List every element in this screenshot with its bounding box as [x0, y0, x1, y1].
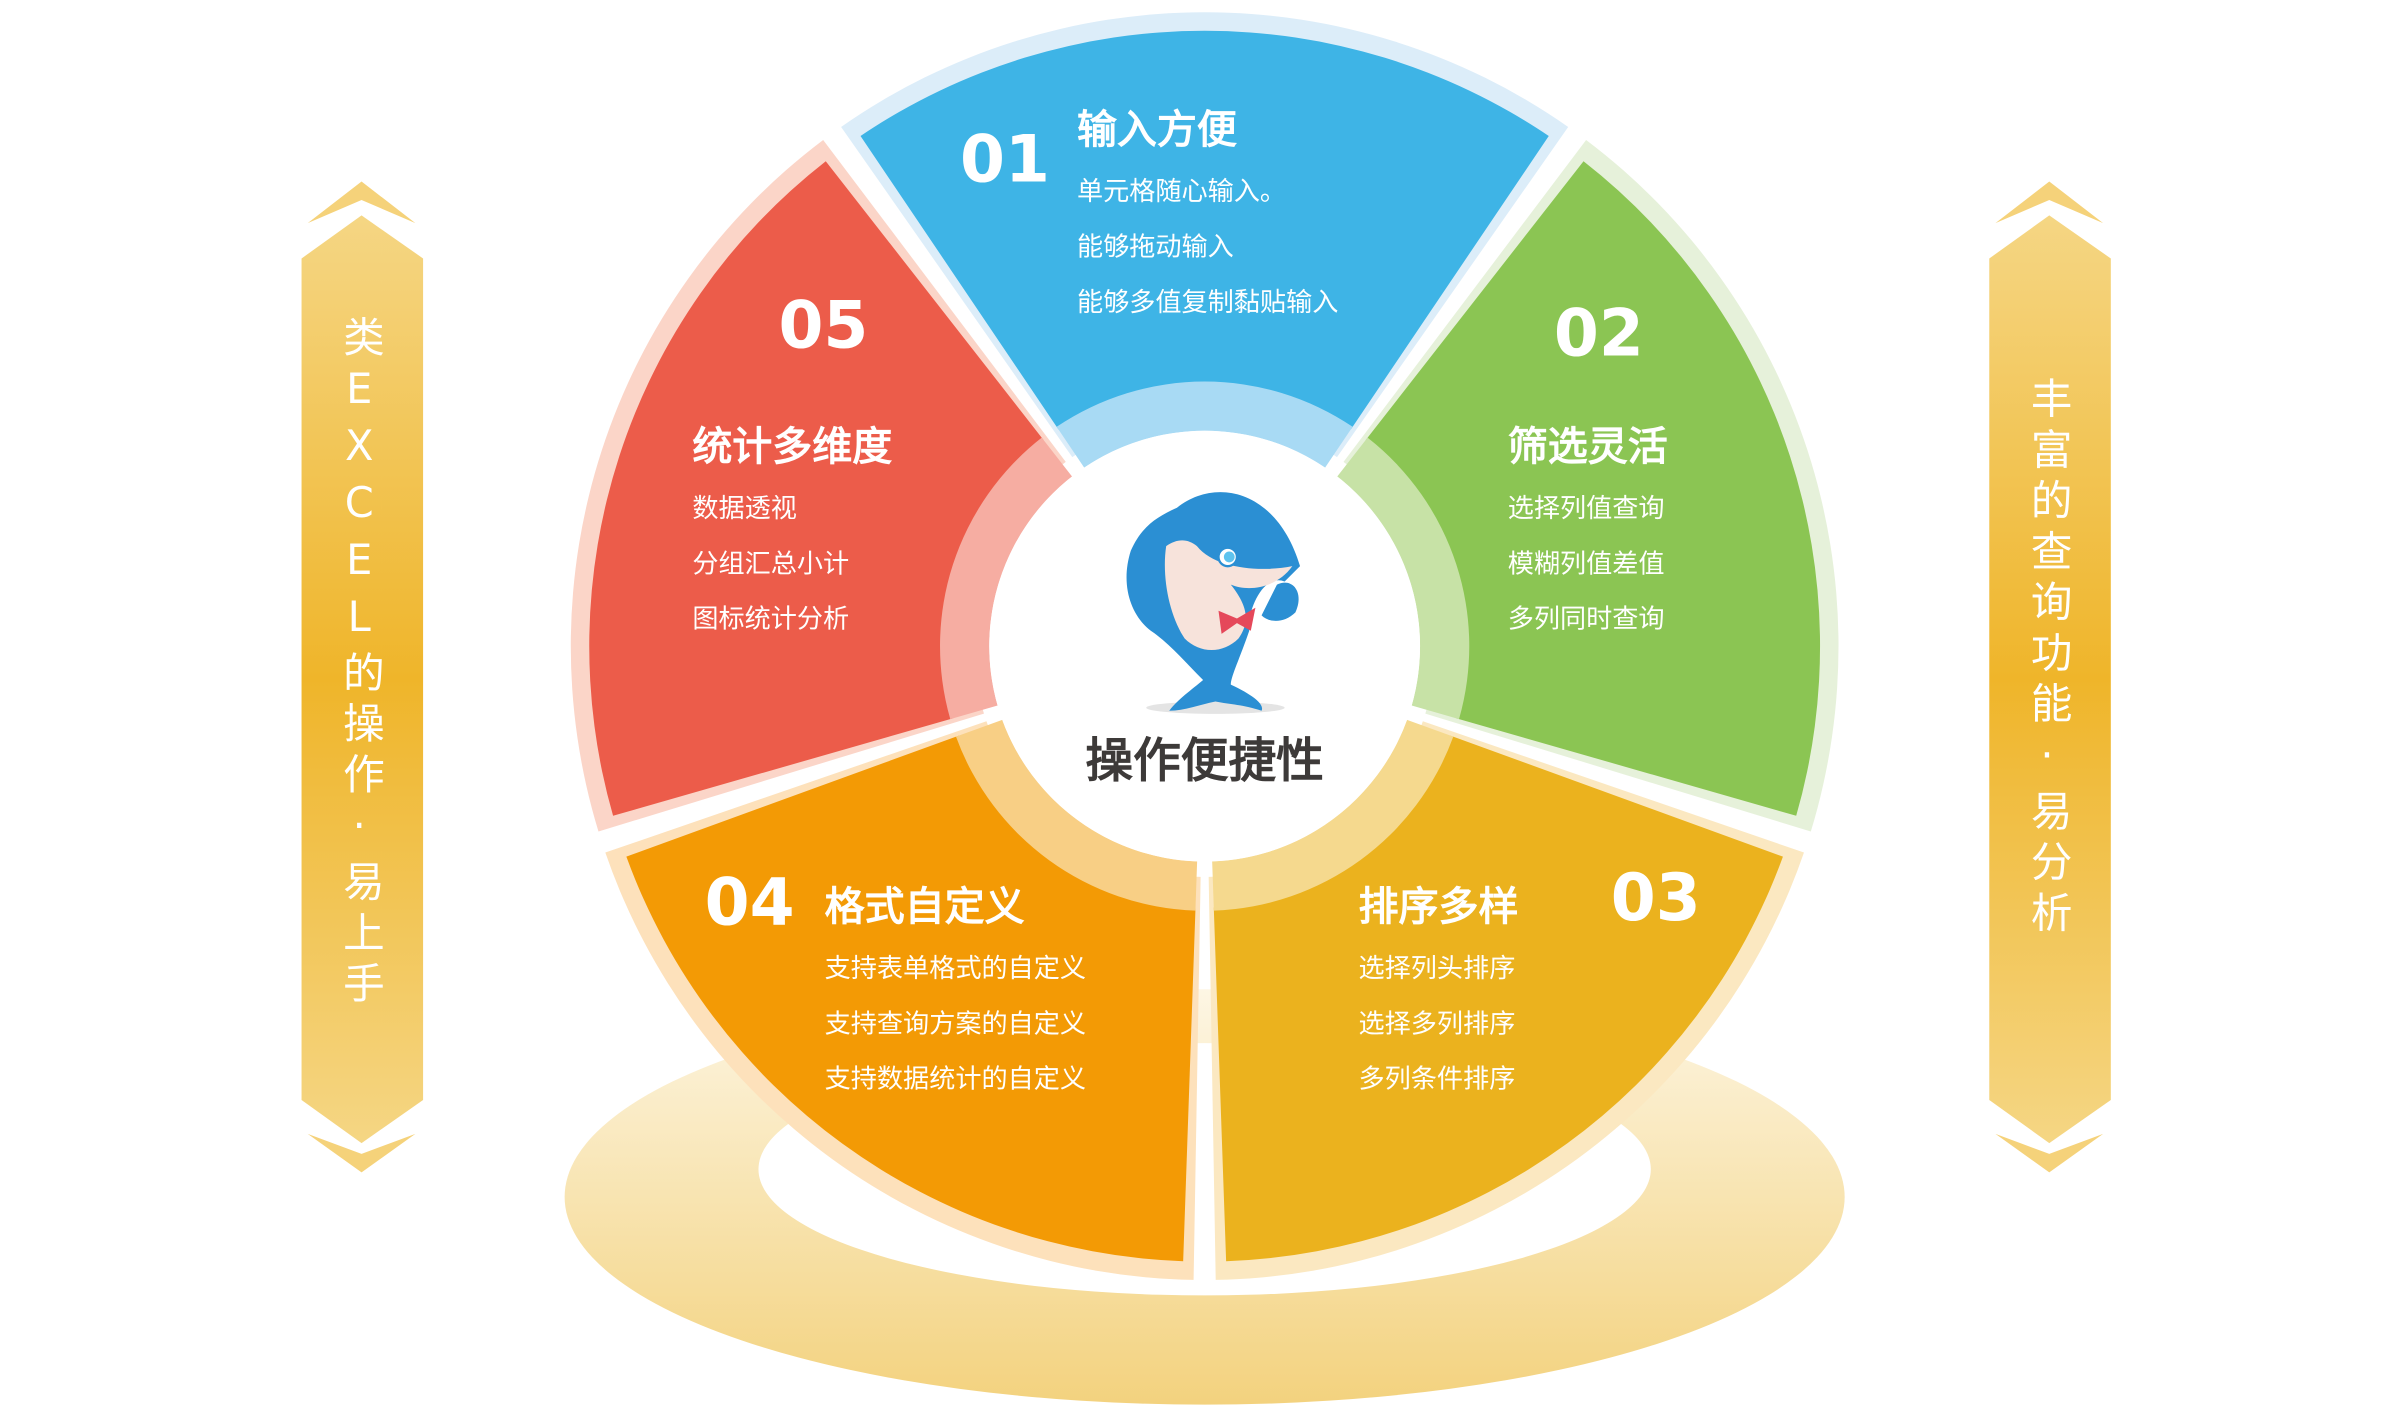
segment-01-petal: [860, 30, 1549, 430]
segment-04-petal: [626, 735, 1196, 1262]
segment-title: 排序多样: [1358, 884, 1518, 930]
segment-03-petal: [1213, 735, 1783, 1262]
segment-number: 01: [960, 123, 1050, 198]
segment-line: 支持数据统计的自定义: [825, 1065, 1086, 1095]
segment-line: 选择列头排序: [1358, 954, 1515, 984]
left-banner-text: 类EXCEL的操作·易上手: [335, 315, 384, 1013]
segment-title: 筛选灵活: [1508, 424, 1668, 470]
segment-02-inner-ring: [1337, 437, 1470, 720]
segment-04-inner-ring: [955, 719, 1198, 911]
left-banner: [301, 181, 424, 1173]
segment-title: 格式自定义: [825, 884, 1025, 930]
segment-line: 能够多值复制黏贴输入: [1077, 288, 1338, 318]
segment-line: 分组汇总小计: [692, 549, 849, 579]
segment-line: 数据透视: [692, 494, 797, 524]
segment-01: 01 输入方便 单元格随心输入。 能够拖动输入 能够多值复制黏贴输入: [960, 107, 1338, 318]
segment-line: 单元格随心输入。: [1077, 177, 1286, 207]
segment-02-petal: [1365, 161, 1821, 816]
segment-line: 支持表单格式的自定义: [825, 954, 1086, 984]
segment-line: 模糊列值差值: [1508, 549, 1665, 579]
segment-number: 05: [778, 289, 868, 364]
shark-mascot-icon: [1126, 492, 1301, 714]
segment-line: 多列同时查询: [1508, 605, 1665, 635]
segment-03: 03 排序多样 选择列头排序 选择多列排序 多列条件排序: [1358, 861, 1700, 1095]
right-banner: [1989, 181, 2111, 1173]
right-banner-text: 丰富的查询功能·易分析: [2023, 376, 2071, 942]
segment-number: 04: [705, 866, 795, 941]
segment-title: 统计多维度: [692, 424, 892, 470]
segment-number: 03: [1611, 861, 1701, 936]
segment-line: 支持查询方案的自定义: [825, 1009, 1086, 1039]
segment-04: 04 格式自定义 支持表单格式的自定义 支持查询方案的自定义 支持数据统计的自定…: [705, 866, 1086, 1095]
segment-title: 输入方便: [1077, 107, 1238, 153]
segment-number: 02: [1554, 296, 1644, 371]
center-title: 操作便捷性: [1085, 734, 1323, 789]
segment-line: 图标统计分析: [692, 605, 849, 635]
segment-05: 05 统计多维度 数据透视 分组汇总小计 图标统计分析: [692, 289, 892, 635]
segment-line: 能够拖动输入: [1077, 232, 1234, 262]
segment-05-petal: [589, 161, 1044, 816]
segment-01-inner-ring: [1056, 381, 1353, 468]
segment-line: 选择列值查询: [1508, 494, 1665, 524]
segment-05-inner-ring: [940, 437, 1073, 720]
segment-line: 多列条件排序: [1358, 1065, 1515, 1095]
segment-line: 选择多列排序: [1358, 1009, 1515, 1039]
segment-02: 02 筛选灵活 选择列值查询 模糊列值差值 多列同时查询: [1508, 296, 1668, 634]
segment-03-inner-ring: [1212, 719, 1454, 911]
